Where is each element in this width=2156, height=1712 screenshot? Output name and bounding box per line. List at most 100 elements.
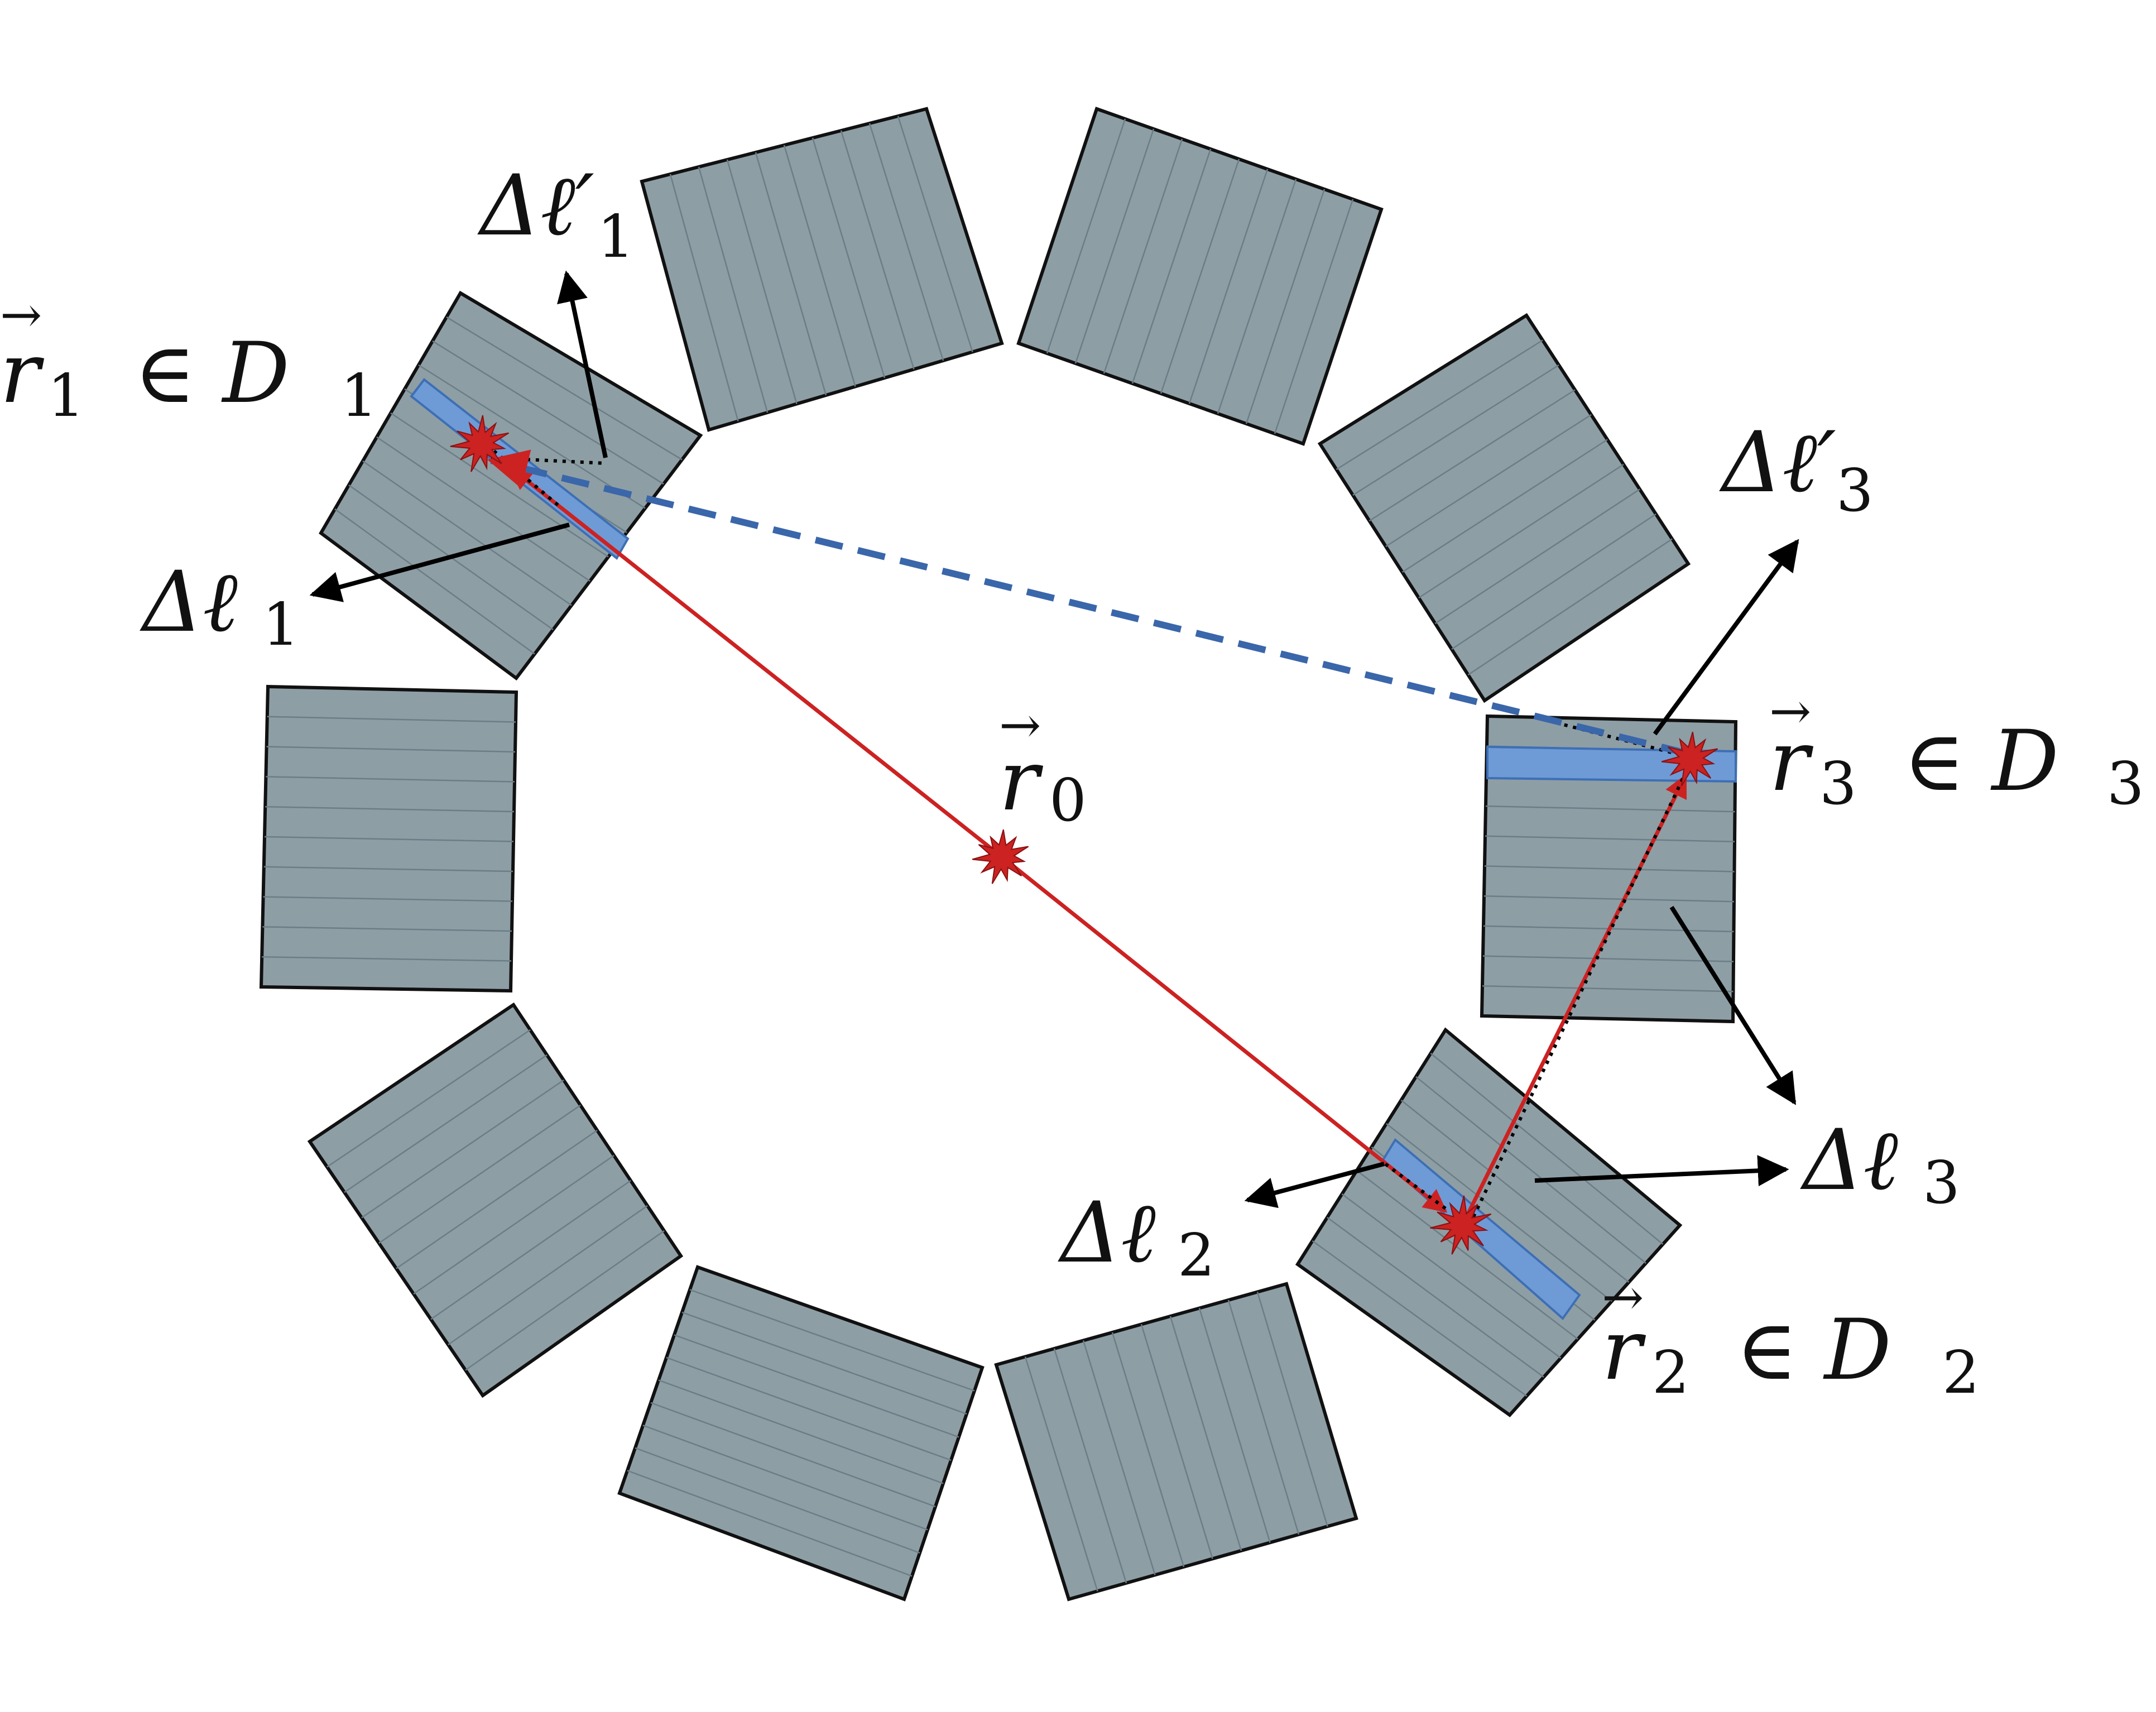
- crystal-strip-line: [1467, 538, 1673, 676]
- r3-vector-arrow: →: [1769, 682, 1811, 741]
- detector-block-9: [617, 1265, 985, 1601]
- crystal-strip-line: [1336, 339, 1543, 471]
- interaction-marker-r2: [1430, 1195, 1492, 1255]
- label-delta-l2: Δℓ 2: [1058, 1185, 1215, 1289]
- direction-arrows: [309, 270, 1799, 1209]
- r2-vector-arrow: →: [1602, 1268, 1644, 1327]
- detector-block-body: [1317, 313, 1691, 703]
- math-labels: r 0 → → r 1 ∈ D 1 → r 2 ∈ D 2 → r 3 ∈ D …: [0, 157, 2144, 1407]
- crystal-strip-line: [1140, 1324, 1213, 1559]
- arrow-delta-l2: [1244, 1162, 1385, 1209]
- crystal-strip-line: [263, 896, 513, 902]
- r1-vector-arrow: →: [0, 286, 42, 344]
- label-delta-l1: Δℓ 1: [140, 554, 300, 659]
- label-r3: → r 3 ∈ D 3: [1769, 682, 2144, 818]
- detector-block-4: [319, 290, 703, 681]
- crystal-strip-line: [650, 1402, 936, 1508]
- r0-subscript: 0: [1049, 766, 1087, 835]
- detector-block-body: [640, 107, 1004, 432]
- photon-paths: [487, 449, 1689, 1218]
- crystal-strip-line: [430, 1179, 631, 1320]
- delta-l1-prime-subscript: 1: [597, 203, 635, 271]
- crystal-strip-line: [1046, 118, 1126, 354]
- crystal-strip-line: [413, 1154, 614, 1295]
- crystal-strip-line: [1024, 1356, 1098, 1591]
- crystal-strip-line: [1451, 513, 1656, 650]
- r1-domain-subscript: 1: [340, 362, 378, 430]
- crystal-strip-line: [681, 1311, 967, 1415]
- crystal-strip-line: [755, 152, 827, 396]
- delta-l2-subscript: 2: [1178, 1221, 1215, 1289]
- delta-l1-subscript: 1: [262, 591, 300, 659]
- interaction-markers: [450, 415, 1718, 1255]
- crystal-strip-line: [840, 130, 915, 370]
- detector-block-7: [307, 1002, 684, 1398]
- crystal-strip-line: [1385, 414, 1592, 548]
- crystal-strip-line: [1401, 439, 1608, 573]
- r2-subscript: 2: [1652, 1339, 1689, 1407]
- gamma-path-r0-r1: [508, 466, 1003, 859]
- crystal-strip-line: [1274, 199, 1354, 434]
- crystal-strip-line: [1245, 189, 1326, 424]
- crystal-strip-line: [1484, 865, 1735, 872]
- r3-symbol: r: [1769, 713, 1814, 810]
- arrow-delta-l3-lower: [1669, 905, 1797, 1105]
- r1-membership: ∈ D: [134, 325, 290, 422]
- arrow-delta-l3-prime: [1653, 539, 1799, 736]
- crystal-strip-line: [1131, 148, 1212, 384]
- crystal-strip-line: [1103, 138, 1183, 374]
- label-delta-l3-prime: Δℓ′ 3: [1719, 414, 1874, 525]
- crystal-strip-line: [868, 123, 944, 361]
- crystal-strip-line: [783, 145, 856, 387]
- delta-l1-prime-text: Δℓ′: [477, 157, 594, 255]
- r1-subscript: 1: [47, 362, 85, 430]
- crystal-strip-line: [1160, 159, 1240, 394]
- crystal-strip-line: [674, 1334, 959, 1438]
- crystal-strip-line: [726, 159, 798, 404]
- crystal-strip-line: [1053, 1348, 1127, 1584]
- crystal-strip-line: [642, 1425, 928, 1531]
- crystal-strip-line: [1217, 179, 1297, 414]
- detector-ring: [259, 107, 1738, 1601]
- r2-membership: ∈ D: [1736, 1302, 1891, 1399]
- crystal-strip-line: [1386, 1123, 1612, 1302]
- scatter-path-r2-r3: [1466, 774, 1688, 1215]
- crystal-strip-line: [361, 1079, 564, 1219]
- crystal-strip-line: [446, 316, 683, 461]
- crystal-strip-line: [266, 746, 516, 753]
- crystal-strip-line: [1418, 463, 1624, 599]
- crystal-strip-line: [326, 1029, 531, 1168]
- crystal-strip-line: [418, 364, 646, 509]
- delta-l1-text: Δℓ: [140, 554, 238, 651]
- crystal-strip-line: [1415, 1076, 1646, 1264]
- crystal-strip-line: [1352, 364, 1559, 496]
- crystal-strip-line: [1111, 1332, 1185, 1567]
- crystal-strip-line: [432, 340, 664, 485]
- crystal-strip-line: [344, 1054, 548, 1193]
- crystal-strip-line: [262, 926, 512, 932]
- r0-vector-arrow: →: [999, 696, 1041, 755]
- crystal-strip-line: [1082, 1340, 1156, 1575]
- crystal-strip-line: [1482, 985, 1734, 992]
- crystal-strip-line: [1434, 488, 1640, 625]
- label-delta-l3: Δℓ 3: [1800, 1112, 1960, 1217]
- detector-block-5: [259, 684, 518, 993]
- r3-domain-subscript: 3: [2107, 750, 2144, 818]
- crystal-strip-line: [1400, 1100, 1630, 1283]
- crystal-strip-line: [1341, 1193, 1562, 1359]
- crystal-strip-line: [698, 166, 769, 413]
- detector-block-1: [640, 107, 1004, 432]
- crystal-strip-line: [1188, 169, 1269, 404]
- crystal-strip-line: [262, 956, 512, 962]
- crystal-strip-line: [1198, 1308, 1271, 1543]
- scatter-path-r3-r1: [487, 449, 1689, 757]
- detector-block-10: [994, 1282, 1358, 1601]
- arrow-delta-l1: [309, 522, 570, 602]
- crystal-strip-line: [362, 460, 572, 606]
- crystal-strip-line: [448, 1205, 648, 1346]
- crystal-strip-line: [266, 776, 515, 783]
- detector-block-2: [1016, 107, 1384, 446]
- r3-membership: ∈ D: [1903, 713, 2059, 810]
